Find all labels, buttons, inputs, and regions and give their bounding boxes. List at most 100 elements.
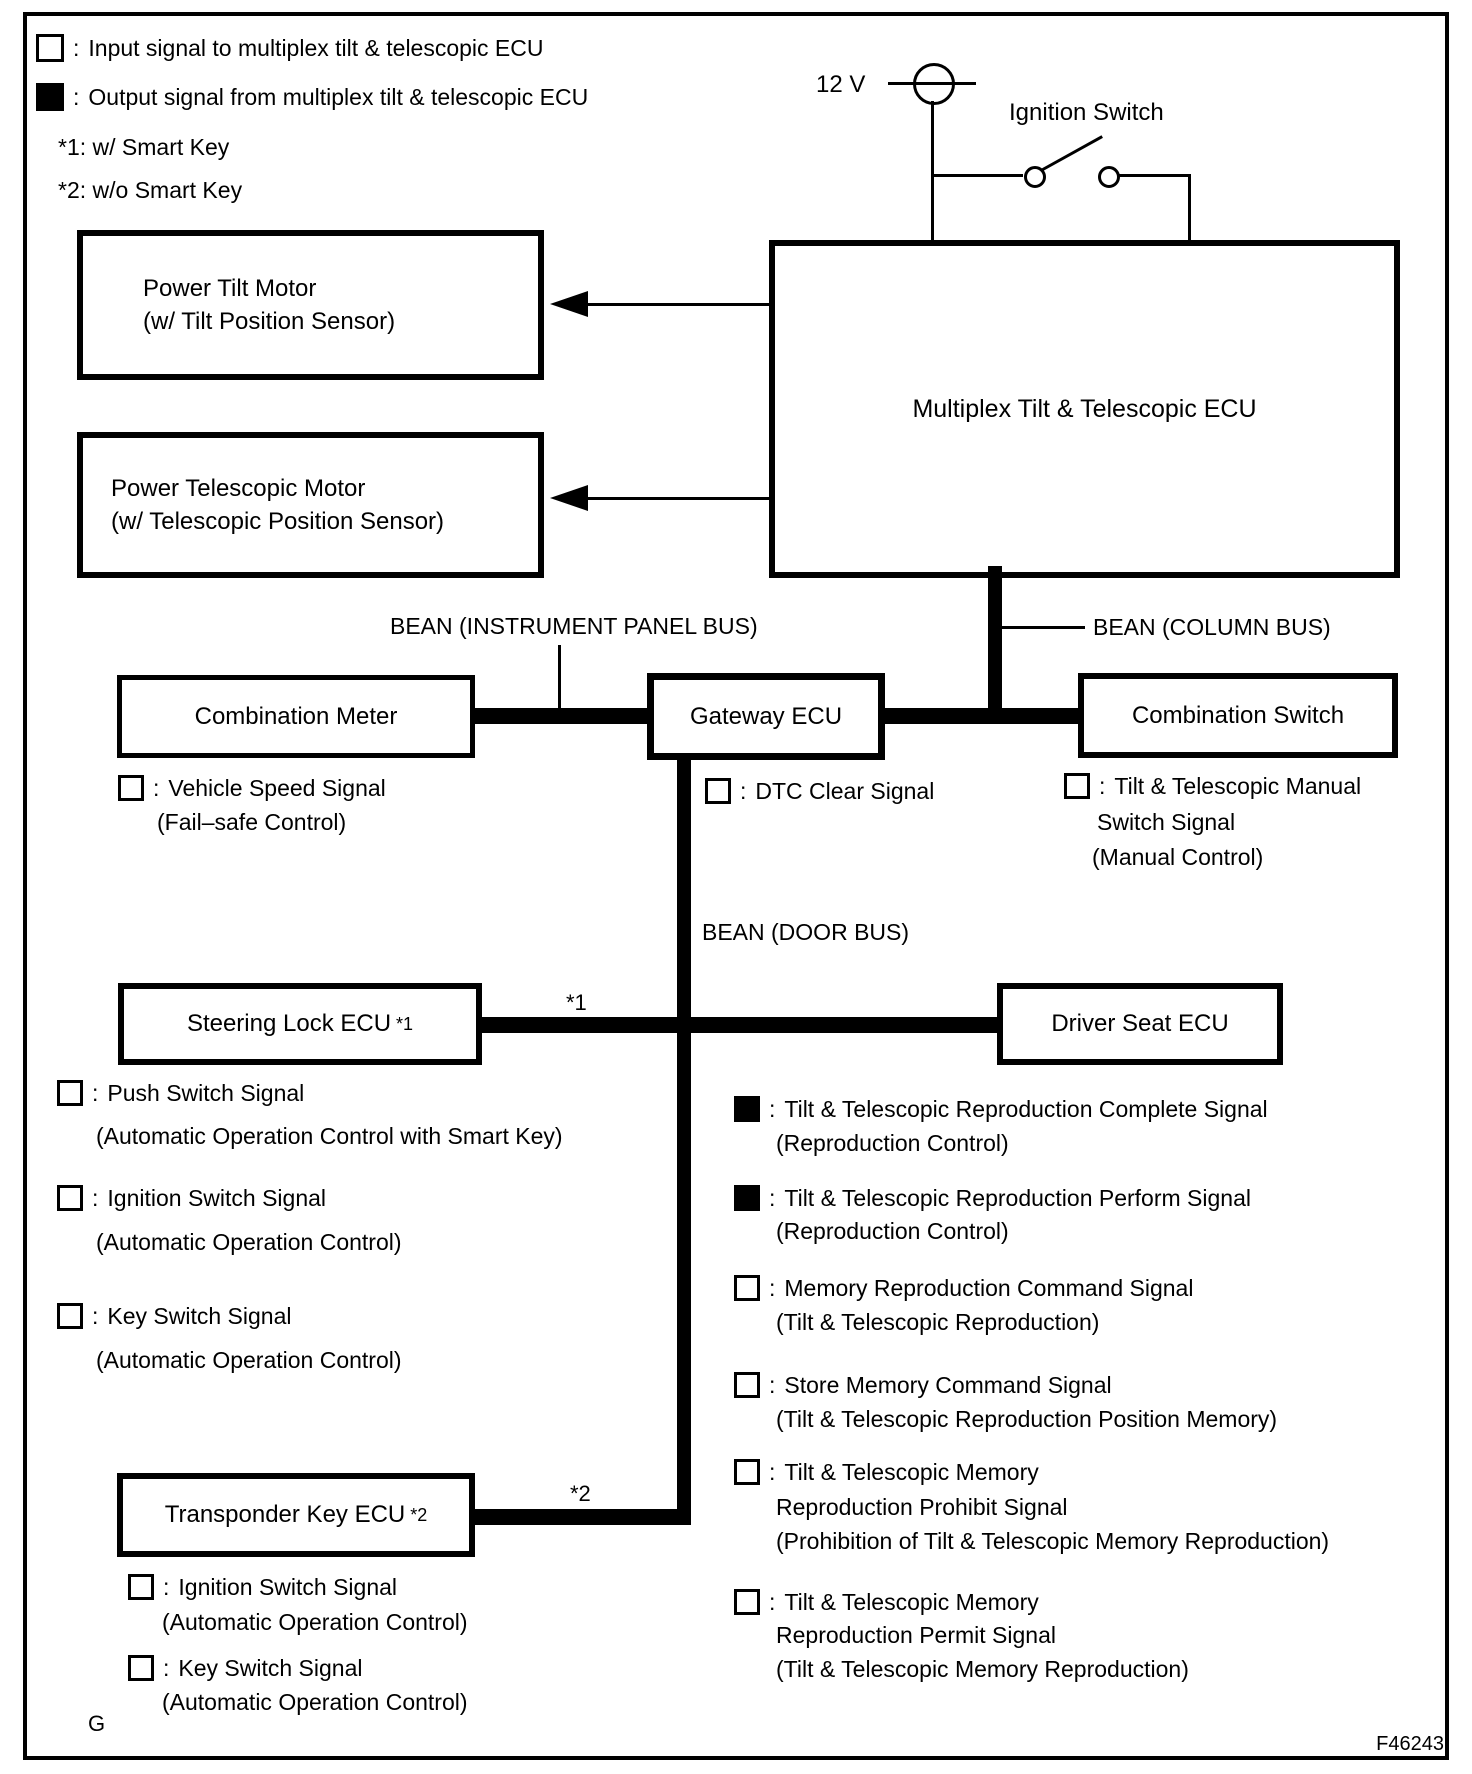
- row-bus-right-line: [883, 708, 1078, 724]
- separator: :: [740, 778, 747, 804]
- input-signal-icon: [118, 775, 144, 801]
- ignition-wire-down: [1188, 176, 1191, 240]
- column-bus-line: [988, 566, 1002, 724]
- page-mark: G: [88, 1711, 106, 1736]
- instrument-panel-bus-line: [475, 708, 647, 724]
- steering-driver-bus-line: [482, 1017, 997, 1033]
- input-signal-icon: [57, 1080, 83, 1106]
- tilt-arrow-line: [588, 303, 769, 306]
- legend-output-label: Output signal from multiplex tilt & tele…: [88, 84, 589, 110]
- combination-meter-box: Combination Meter: [117, 675, 475, 758]
- figure-code: F46243: [1376, 1733, 1444, 1755]
- signal-sub: (Automatic Operation Control with Smart …: [96, 1123, 563, 1149]
- signal-sub: Reproduction Prohibit Signal: [776, 1494, 1068, 1520]
- instrument-panel-bus-label: BEAN (INSTRUMENT PANEL BUS): [390, 613, 758, 639]
- transponder-bus-line: [475, 1509, 691, 1525]
- separator: :: [163, 1574, 170, 1600]
- input-signal-icon: [57, 1303, 83, 1329]
- bus-tag-1: *1: [566, 990, 587, 1015]
- driver-seat-ecu-box: Driver Seat ECU: [997, 983, 1283, 1065]
- signal-sub: (Tilt & Telescopic Reproduction Position…: [776, 1406, 1278, 1432]
- signal-sub: Reproduction Permit Signal: [776, 1622, 1056, 1648]
- signal-label: Tilt & Telescopic Reproduction Perform S…: [784, 1185, 1251, 1211]
- legend-input-label: Input signal to multiplex tilt & telesco…: [88, 35, 544, 61]
- gateway-ecu-box: Gateway ECU: [647, 673, 885, 760]
- steering-lock-ecu-label: Steering Lock ECU: [186, 1010, 392, 1037]
- combination-switch-label: Combination Switch: [1131, 701, 1345, 729]
- door-bus-line: [677, 756, 691, 1525]
- voltage-label: 12 V: [816, 71, 866, 98]
- column-bus-label: BEAN (COLUMN BUS): [1093, 614, 1331, 640]
- combination-switch-box: Combination Switch: [1078, 673, 1398, 758]
- signal-reproduction-complete: : Tilt & Telescopic Reproduction Complet…: [734, 1094, 1268, 1124]
- signal-label: Tilt & Telescopic Reproduction Complete …: [784, 1096, 1268, 1122]
- input-signal-icon: [36, 34, 64, 62]
- column-bus-pointer: [1002, 626, 1085, 629]
- separator: :: [92, 1185, 99, 1211]
- signal-label: Memory Reproduction Command Signal: [784, 1275, 1194, 1301]
- power-telescopic-motor-box: Power Telescopic Motor (w/ Telescopic Po…: [77, 432, 544, 578]
- signal-sub: (Tilt & Telescopic Memory Reproduction): [776, 1656, 1189, 1682]
- input-signal-icon: [1064, 773, 1090, 799]
- signal-label: Store Memory Command Signal: [784, 1372, 1112, 1398]
- gateway-ecu-label: Gateway ECU: [689, 702, 843, 730]
- signal-memory-reproduction-prohibit: : Tilt & Telescopic Memory: [734, 1457, 1039, 1487]
- signal-transponder-ignition: : Ignition Switch Signal: [128, 1572, 397, 1602]
- legend-note-1: *1: w/ Smart Key: [58, 134, 230, 160]
- output-signal-icon: [36, 83, 64, 111]
- transponder-key-ecu-label: Transponder Key ECU: [164, 1501, 406, 1528]
- legend-input-row: : Input signal to multiplex tilt & teles…: [36, 33, 543, 63]
- steering-lock-ecu-box: Steering Lock ECU *1: [118, 983, 482, 1065]
- signal-sub: (Manual Control): [1092, 844, 1264, 870]
- signal-ignition-switch: : Ignition Switch Signal: [57, 1183, 326, 1213]
- separator: :: [1099, 773, 1106, 799]
- power-tilt-motor-box: Power Tilt Motor (w/ Tilt Position Senso…: [77, 230, 544, 380]
- signal-label: Ignition Switch Signal: [178, 1574, 398, 1600]
- separator: :: [769, 1459, 776, 1485]
- signal-label: DTC Clear Signal: [755, 778, 935, 804]
- separator: :: [73, 84, 80, 110]
- output-signal-icon: [734, 1185, 760, 1211]
- separator: :: [73, 35, 80, 61]
- signal-sub: (Fail–safe Control): [157, 809, 347, 835]
- bus-tag-2: *2: [570, 1481, 591, 1506]
- signal-sub: Switch Signal: [1097, 809, 1236, 835]
- signal-memory-reproduction-permit: : Tilt & Telescopic Memory: [734, 1587, 1039, 1617]
- door-bus-label: BEAN (DOOR BUS): [702, 919, 910, 945]
- multiplex-ecu-label: Multiplex Tilt & Telescopic ECU: [912, 394, 1257, 423]
- switch-contact-icon: [1098, 166, 1120, 188]
- signal-label: Key Switch Signal: [107, 1303, 292, 1329]
- input-signal-icon: [734, 1275, 760, 1301]
- tilt-arrow-icon: [550, 291, 588, 317]
- signal-sub: (Automatic Operation Control): [162, 1609, 468, 1635]
- output-signal-icon: [734, 1096, 760, 1122]
- separator: :: [769, 1372, 776, 1398]
- separator: :: [769, 1096, 776, 1122]
- power-tilt-motor-line1: Power Tilt Motor: [143, 275, 317, 302]
- separator: :: [769, 1275, 776, 1301]
- signal-sub: (Reproduction Control): [776, 1218, 1009, 1244]
- signal-sub: (Reproduction Control): [776, 1130, 1009, 1156]
- input-signal-icon: [705, 778, 731, 804]
- input-signal-icon: [734, 1589, 760, 1615]
- separator: :: [769, 1185, 776, 1211]
- signal-label: Tilt & Telescopic Manual: [1114, 773, 1362, 799]
- signal-label: Key Switch Signal: [178, 1655, 363, 1681]
- power-telescopic-motor-line2: (w/ Telescopic Position Sensor): [111, 508, 445, 535]
- signal-label: Ignition Switch Signal: [107, 1185, 327, 1211]
- signal-sub: (Tilt & Telescopic Reproduction): [776, 1309, 1100, 1335]
- input-signal-icon: [57, 1185, 83, 1211]
- legend-output-row: : Output signal from multiplex tilt & te…: [36, 82, 588, 112]
- signal-label: Tilt & Telescopic Memory: [784, 1459, 1039, 1485]
- signal-transponder-key: : Key Switch Signal: [128, 1653, 362, 1683]
- signal-sub: (Prohibition of Tilt & Telescopic Memory…: [776, 1528, 1330, 1554]
- separator: :: [153, 775, 160, 801]
- transponder-key-ecu-sup: *2: [410, 1504, 428, 1525]
- input-signal-icon: [128, 1655, 154, 1681]
- signal-store-memory-command: : Store Memory Command Signal: [734, 1370, 1112, 1400]
- separator: :: [92, 1303, 99, 1329]
- signal-memory-reproduction-command: : Memory Reproduction Command Signal: [734, 1273, 1193, 1303]
- signal-tilt-telescopic-manual: : Tilt & Telescopic Manual: [1064, 771, 1361, 801]
- signal-vehicle-speed: : Vehicle Speed Signal: [118, 773, 386, 803]
